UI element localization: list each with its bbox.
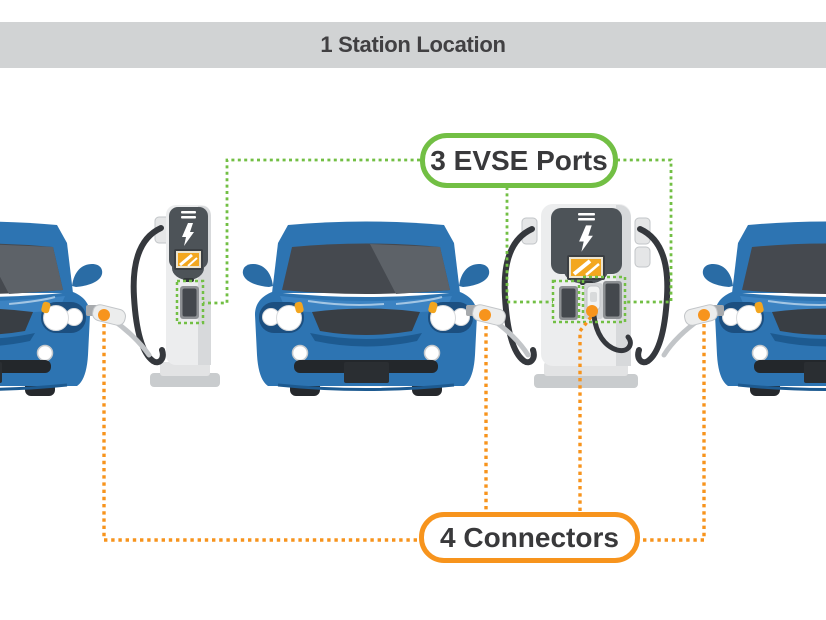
dual-port-station <box>490 204 702 388</box>
page-title: 1 Station Location <box>320 32 506 57</box>
evse-port <box>180 286 199 319</box>
connector-dot <box>98 309 110 321</box>
evse-leader-line <box>203 158 420 305</box>
connectors-label-text: 4 Connectors <box>440 521 619 553</box>
evse-port <box>559 286 578 320</box>
center-car <box>241 220 491 398</box>
connector-dot <box>479 309 491 321</box>
header-bar: 1 Station Location <box>0 22 826 68</box>
charging-cable <box>130 225 166 366</box>
single-port-station <box>110 205 220 387</box>
evse-ports-label-text: 3 EVSE Ports <box>430 144 608 176</box>
evse-port <box>603 281 622 319</box>
connectors-label: 4 Connectors <box>419 512 640 563</box>
connector-leader-line <box>102 324 417 542</box>
evse-port-annotations <box>175 158 673 325</box>
evse-port-box <box>175 279 205 325</box>
charge-screen <box>567 255 605 280</box>
evse-ports-label: 3 EVSE Ports <box>420 133 618 188</box>
evse-port-box <box>551 279 581 324</box>
connector-leader-line <box>641 324 706 542</box>
connector-annotations <box>98 305 710 542</box>
connector-leader-line <box>578 315 593 513</box>
plug-holster <box>634 246 651 268</box>
connector-dot <box>698 309 710 321</box>
evse-port-box <box>581 275 627 324</box>
charging-cable <box>635 226 671 366</box>
charge-screen <box>174 249 203 270</box>
evse-leader-line <box>617 158 673 304</box>
connector-dot <box>586 305 598 317</box>
connector-pigtail <box>591 313 633 354</box>
